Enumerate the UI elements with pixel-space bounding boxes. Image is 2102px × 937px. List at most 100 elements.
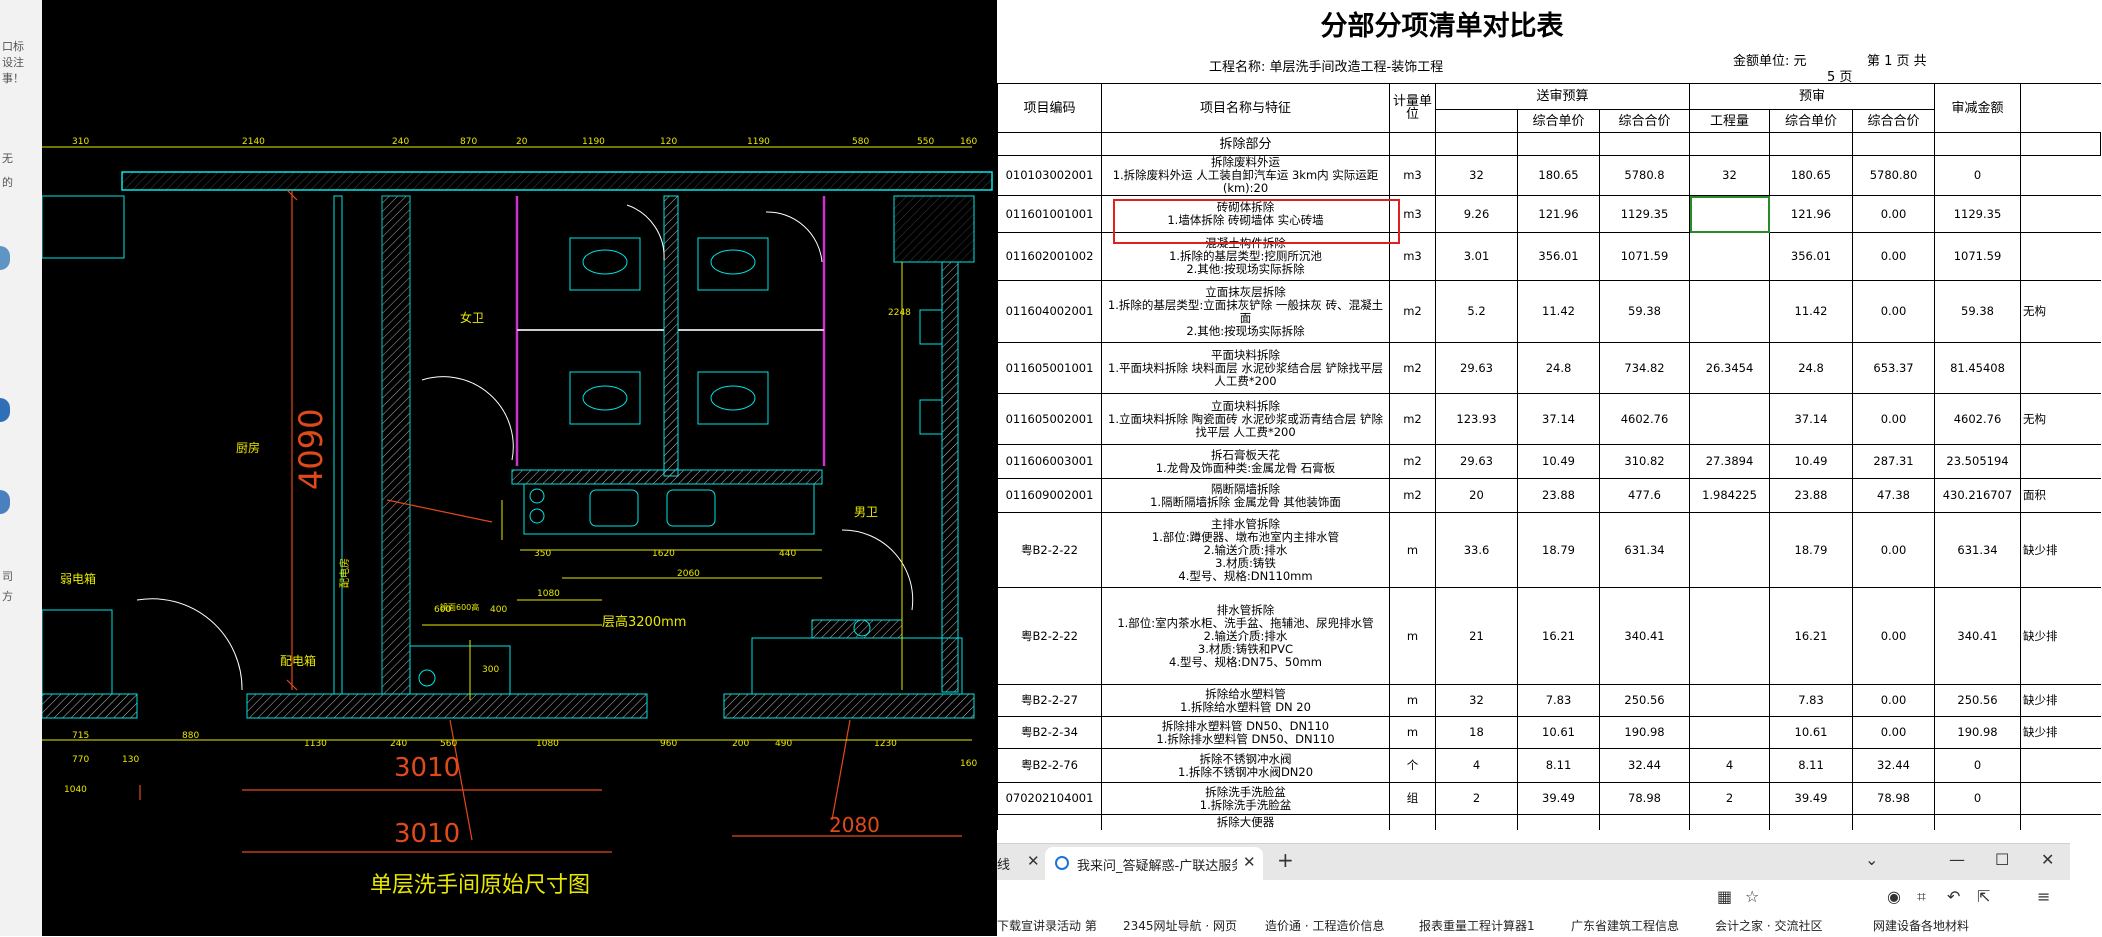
table-cell-red[interactable]: 23.505194 — [1934, 444, 2021, 479]
bookmark-item[interactable]: 网建设备各地材料 — [1873, 919, 1970, 933]
table-cell-red[interactable]: 250.56 — [1934, 684, 2021, 717]
table-cell-sq[interactable]: 3.01 — [1435, 232, 1518, 281]
table-cell-note[interactable]: 缺少排 — [2020, 716, 2101, 749]
table-cell-at[interactable]: 78.98 — [1852, 782, 1935, 815]
table-cell-aq[interactable] — [1689, 393, 1770, 445]
bookmark-item[interactable]: 广东省建筑工程信息 — [1571, 919, 1680, 933]
app-badge-icon[interactable] — [0, 246, 10, 270]
table-cell-unit[interactable]: m — [1389, 716, 1436, 749]
table-cell-at[interactable]: 0.00 — [1852, 280, 1935, 343]
table-cell-unit[interactable]: m3 — [1389, 232, 1436, 281]
table-cell-ap[interactable]: 39.49 — [1769, 782, 1853, 815]
table-cell-unit[interactable]: m2 — [1389, 342, 1436, 394]
table-cell-red[interactable]: 631.34 — [1934, 512, 2021, 588]
new-tab-icon[interactable]: + — [1277, 848, 1294, 872]
close-icon[interactable]: ✕ — [1027, 852, 1040, 870]
table-cell-red[interactable]: 190.98 — [1934, 716, 2021, 749]
tab-prev-label[interactable]: 线 — [997, 858, 1011, 873]
table-cell-red[interactable]: 340.41 — [1934, 587, 2021, 685]
table-cell-name[interactable]: 排水管拆除 1.部位:室内茶水柜、洗手盆、拖辅池、尿兜排水管 2.输送介质:排水… — [1101, 587, 1390, 685]
table-cell-code[interactable]: 070202104001 — [997, 782, 1102, 815]
table-cell-sq[interactable]: 9.26 — [1435, 195, 1518, 233]
table-cell-at[interactable]: 32.44 — [1852, 748, 1935, 783]
bookmark-item[interactable]: 造价通 · 工程造价信息 — [1265, 919, 1385, 933]
table-cell-ap[interactable]: 18.79 — [1769, 512, 1853, 588]
table-cell-name[interactable]: 隔断隔墙拆除 1.隔断隔墙拆除 金属龙骨 其他装饰面 — [1101, 478, 1390, 513]
menu-icon[interactable]: ≡ — [2037, 887, 2051, 906]
table-cell-name[interactable]: 混凝土构件拆除 1.拆除的基层类型:挖厕所沉池 2.其他:按现场实际拆除 — [1101, 232, 1390, 281]
table-cell-unit[interactable]: m2 — [1389, 280, 1436, 343]
table-cell-name[interactable]: 拆除不锈钢冲水阀 1.拆除不锈钢冲水阀DN20 — [1101, 748, 1390, 783]
address-toolbar[interactable]: ▦ ☆ ◉ ⌗ ↶ ⇱ ≡ — [997, 880, 2070, 913]
table-cell-name[interactable]: 立面块料拆除 1.立面块料拆除 陶瓷面砖 水泥砂浆或沥青结合层 铲除找平层 人工… — [1101, 393, 1390, 445]
table-cell-unit[interactable]: m — [1389, 684, 1436, 717]
table-cell-unit[interactable]: m — [1389, 587, 1436, 685]
table-cell-unit[interactable]: m — [1389, 512, 1436, 588]
table-cell-code[interactable]: 011602001002 — [997, 232, 1102, 281]
table-cell-ap[interactable]: 10.49 — [1769, 444, 1853, 479]
table-cell-note[interactable]: 无构 — [2020, 393, 2101, 445]
table-cell-at[interactable] — [1852, 814, 1935, 830]
table-cell-aq[interactable]: 2 — [1689, 782, 1770, 815]
table-cell-sp[interactable] — [1517, 814, 1600, 830]
doc-app-icon[interactable] — [0, 398, 10, 422]
table-cell-code[interactable]: 011606003001 — [997, 444, 1102, 479]
table-cell-note[interactable]: 缺少排 — [2020, 684, 2101, 717]
table-cell-ap[interactable]: 24.8 — [1769, 342, 1853, 394]
table-cell-name[interactable]: 拆除大便器 — [1101, 814, 1390, 830]
table-cell-name[interactable]: 立面抹灰层拆除 1.拆除的基层类型:立面抹灰铲除 一般抹灰 砖、混凝土面 2.其… — [1101, 280, 1390, 343]
table-cell-aq[interactable]: 1.984225 — [1689, 478, 1770, 513]
table-cell-sp[interactable]: 18.79 — [1517, 512, 1600, 588]
table-cell-code[interactable]: 011604002001 — [997, 280, 1102, 343]
table-cell-sq[interactable]: 5.2 — [1435, 280, 1518, 343]
table-cell-red[interactable]: 4602.76 — [1934, 393, 2021, 445]
table-cell-at[interactable]: 0.00 — [1852, 716, 1935, 749]
table-cell-unit[interactable] — [1389, 814, 1436, 830]
table-cell-at[interactable]: 0.00 — [1852, 195, 1935, 233]
table-cell-red[interactable]: 81.45408 — [1934, 342, 2021, 394]
table-cell-sq[interactable]: 4 — [1435, 748, 1518, 783]
spreadsheet-view[interactable]: 分部分项清单对比表 工程名称: 单层洗手间改造工程-装饰工程 金额单位: 元 第… — [997, 0, 2102, 830]
table-cell-sp[interactable]: 7.83 — [1517, 684, 1600, 717]
star-icon[interactable]: ☆ — [1745, 887, 1760, 906]
table-cell-ap[interactable]: 37.14 — [1769, 393, 1853, 445]
profile-icon[interactable]: ◉ — [1887, 887, 1901, 906]
table-cell-red[interactable]: 0 — [1934, 155, 2021, 196]
table-cell-aq[interactable] — [1689, 280, 1770, 343]
table-cell-note[interactable] — [2020, 195, 2101, 233]
table-cell-unit[interactable]: m2 — [1389, 393, 1436, 445]
table-cell-sp[interactable]: 39.49 — [1517, 782, 1600, 815]
table-cell-code[interactable] — [997, 814, 1102, 830]
table-cell-sq[interactable]: 32 — [1435, 155, 1518, 196]
table-cell-st[interactable]: 310.82 — [1599, 444, 1690, 479]
table-cell-sp[interactable]: 37.14 — [1517, 393, 1600, 445]
table-cell-at[interactable]: 653.37 — [1852, 342, 1935, 394]
table-cell-name[interactable]: 主排水管拆除 1.部位:蹲便器、墩布池室内主排水管 2.输送介质:排水 3.材质… — [1101, 512, 1390, 588]
table-cell-code[interactable]: 粤B2-2-76 — [997, 748, 1102, 783]
table-cell-at[interactable]: 0.00 — [1852, 684, 1935, 717]
close-window-icon[interactable]: ✕ — [2041, 850, 2055, 869]
table-cell-code[interactable]: 粤B2-2-27 — [997, 684, 1102, 717]
table-cell-note[interactable] — [2020, 814, 2101, 830]
table-cell-aq[interactable] — [1689, 716, 1770, 749]
table-cell-st[interactable] — [1599, 814, 1690, 830]
table-cell-at[interactable]: 0.00 — [1852, 512, 1935, 588]
app-badge-icon[interactable] — [0, 490, 10, 514]
table-cell-sp[interactable]: 16.21 — [1517, 587, 1600, 685]
table-cell-st[interactable]: 477.6 — [1599, 478, 1690, 513]
table-cell-st[interactable]: 631.34 — [1599, 512, 1690, 588]
table-cell-sp[interactable]: 10.61 — [1517, 716, 1600, 749]
table-cell-aq[interactable] — [1689, 814, 1770, 830]
table-cell-aq[interactable] — [1689, 232, 1770, 281]
table-cell-red[interactable]: 430.216707 — [1934, 478, 2021, 513]
table-cell-unit[interactable]: m3 — [1389, 155, 1436, 196]
table-cell-aq[interactable] — [1689, 195, 1770, 233]
bookmark-item[interactable]: 下载宣讲录活动 第 — [997, 919, 1097, 933]
table-cell-ap[interactable]: 16.21 — [1769, 587, 1853, 685]
table-cell-sq[interactable]: 2 — [1435, 782, 1518, 815]
table-cell-ap[interactable]: 8.11 — [1769, 748, 1853, 783]
table-cell-at[interactable]: 0.00 — [1852, 232, 1935, 281]
table-cell-sq[interactable]: 29.63 — [1435, 342, 1518, 394]
table-cell-sq[interactable]: 123.93 — [1435, 393, 1518, 445]
crop-icon[interactable]: ⌗ — [1917, 887, 1927, 906]
